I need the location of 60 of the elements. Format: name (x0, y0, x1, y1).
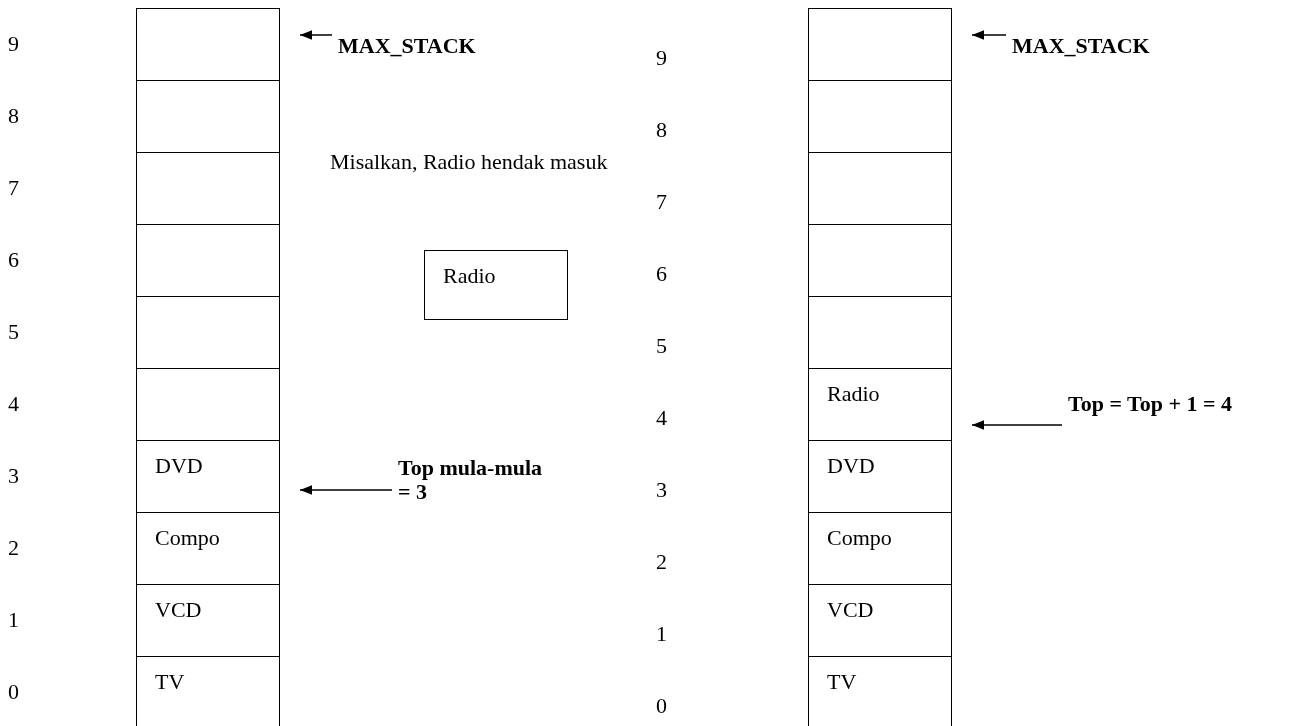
pointer-label: MAX_STACK (1012, 34, 1212, 59)
index-number: 7 (656, 190, 668, 215)
stack-cell (136, 368, 280, 441)
index-number: 4 (656, 406, 668, 431)
item-name: Compo (827, 525, 892, 551)
arrow (299, 30, 333, 40)
index-number: 3 (8, 464, 20, 489)
item-name: DVD (827, 453, 875, 479)
index-number: 9 (656, 46, 668, 71)
pointer-label: MAX_STACK (338, 34, 518, 59)
item-name: Compo (155, 525, 220, 551)
item-name: DVD (155, 453, 203, 479)
item-name: Radio (827, 381, 880, 407)
note-text: Misalkan, Radio hendak masuk (330, 150, 609, 175)
stack-cell (808, 296, 952, 369)
index-number: 4 (8, 392, 20, 417)
item-name: TV (155, 669, 185, 695)
pointer-label: Top mula-mula = 3 (398, 456, 558, 505)
index-number: 1 (8, 608, 20, 633)
stack-cell (136, 152, 280, 225)
arrow (971, 30, 1007, 40)
item-box (424, 250, 568, 320)
index-number: 7 (8, 176, 20, 201)
stack-cell (808, 656, 952, 726)
stack-cell (136, 80, 280, 153)
stack-cell (808, 584, 952, 657)
stack-cell (136, 656, 280, 726)
index-number: 6 (656, 262, 668, 287)
index-number: 1 (656, 622, 668, 647)
item-name: VCD (827, 597, 874, 623)
stack-cell (136, 512, 280, 585)
stack-cell (808, 512, 952, 585)
stack-cell (136, 8, 280, 81)
index-number: 8 (8, 104, 20, 129)
index-number: 5 (8, 320, 20, 345)
stack-cell (136, 440, 280, 513)
stack-cell (808, 8, 952, 81)
index-number: 0 (8, 680, 20, 705)
stack-cell (136, 296, 280, 369)
item-name: VCD (155, 597, 202, 623)
index-number: 6 (8, 248, 20, 273)
index-number: 2 (656, 550, 668, 575)
index-number: 3 (656, 478, 668, 503)
stack-cell (808, 368, 952, 441)
item-name: TV (827, 669, 857, 695)
stack-cell (136, 224, 280, 297)
index-number: 5 (656, 334, 668, 359)
stack-cell (808, 80, 952, 153)
index-number: 2 (8, 536, 20, 561)
item-name: Radio (443, 263, 496, 289)
arrow (299, 485, 393, 495)
pointer-label: Top = Top + 1 = 4 (1068, 392, 1300, 417)
stack-cell (136, 584, 280, 657)
arrow (971, 420, 1063, 430)
stack-cell (808, 224, 952, 297)
stack-cell (808, 440, 952, 513)
index-number: 9 (8, 32, 20, 57)
index-number: 0 (656, 694, 668, 719)
index-number: 8 (656, 118, 668, 143)
stack-cell (808, 152, 952, 225)
